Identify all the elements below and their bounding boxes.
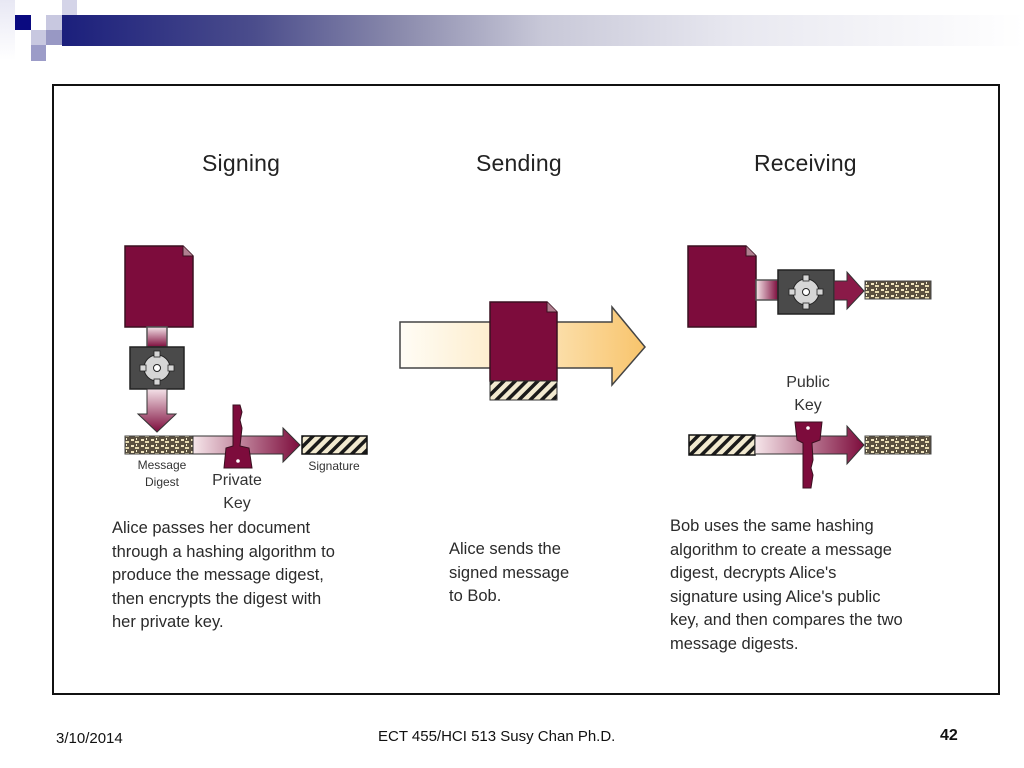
decor-square-mid-3 [31,30,46,45]
signing-connector [146,326,168,348]
phase-title-sending: Sending [476,150,562,176]
sending-signed-document-icon [489,301,558,401]
receiving-signature-bar [688,434,756,456]
decor-square-light-1 [0,0,15,60]
sending-description: Alice sends the signed message to Bob. [449,540,570,605]
receiving-hash-gear-icon [777,269,835,315]
public-key-icon [794,421,823,489]
signing-encrypt-arrow [192,426,301,464]
decor-square-mid-5 [31,45,46,61]
public-key-label: Public Key [786,374,830,414]
signing-down-arrow [136,388,178,433]
decor-square-dark [15,15,31,30]
private-key-label: Private Key [212,472,262,512]
title-gradient-bar [62,15,1024,46]
signing-description: Alice passes her document through a hash… [112,519,335,631]
footer-date: 3/10/2014 [56,730,123,747]
phase-title-signing: Signing [202,150,281,176]
signature-label: Signature [308,459,360,473]
receiving-description: Bob uses the same hashing algorithm to c… [670,517,903,653]
footer-course: ECT 455/HCI 513 Susy Chan Ph.D. [378,728,616,745]
receiving-digest-bar-1 [864,280,932,300]
footer-page-number: 42 [940,727,958,744]
receiving-hash-arrow [833,270,865,311]
decor-square-mid-1 [46,15,62,30]
signing-document-icon [124,245,194,328]
receiving-document-icon [687,245,757,328]
receiving-digest-bar-2 [864,435,932,455]
phase-title-receiving: Receiving [754,150,857,176]
receiving-connector [755,279,779,301]
signing-signature-bar [301,435,368,455]
signing-hash-gear-icon [129,346,185,390]
signing-message-digest-bar [124,435,194,455]
private-key-icon [223,404,253,469]
decor-square-light-2 [62,0,77,15]
decor-square-mid-4 [46,30,62,45]
message-digest-label: Message Digest [137,458,187,489]
